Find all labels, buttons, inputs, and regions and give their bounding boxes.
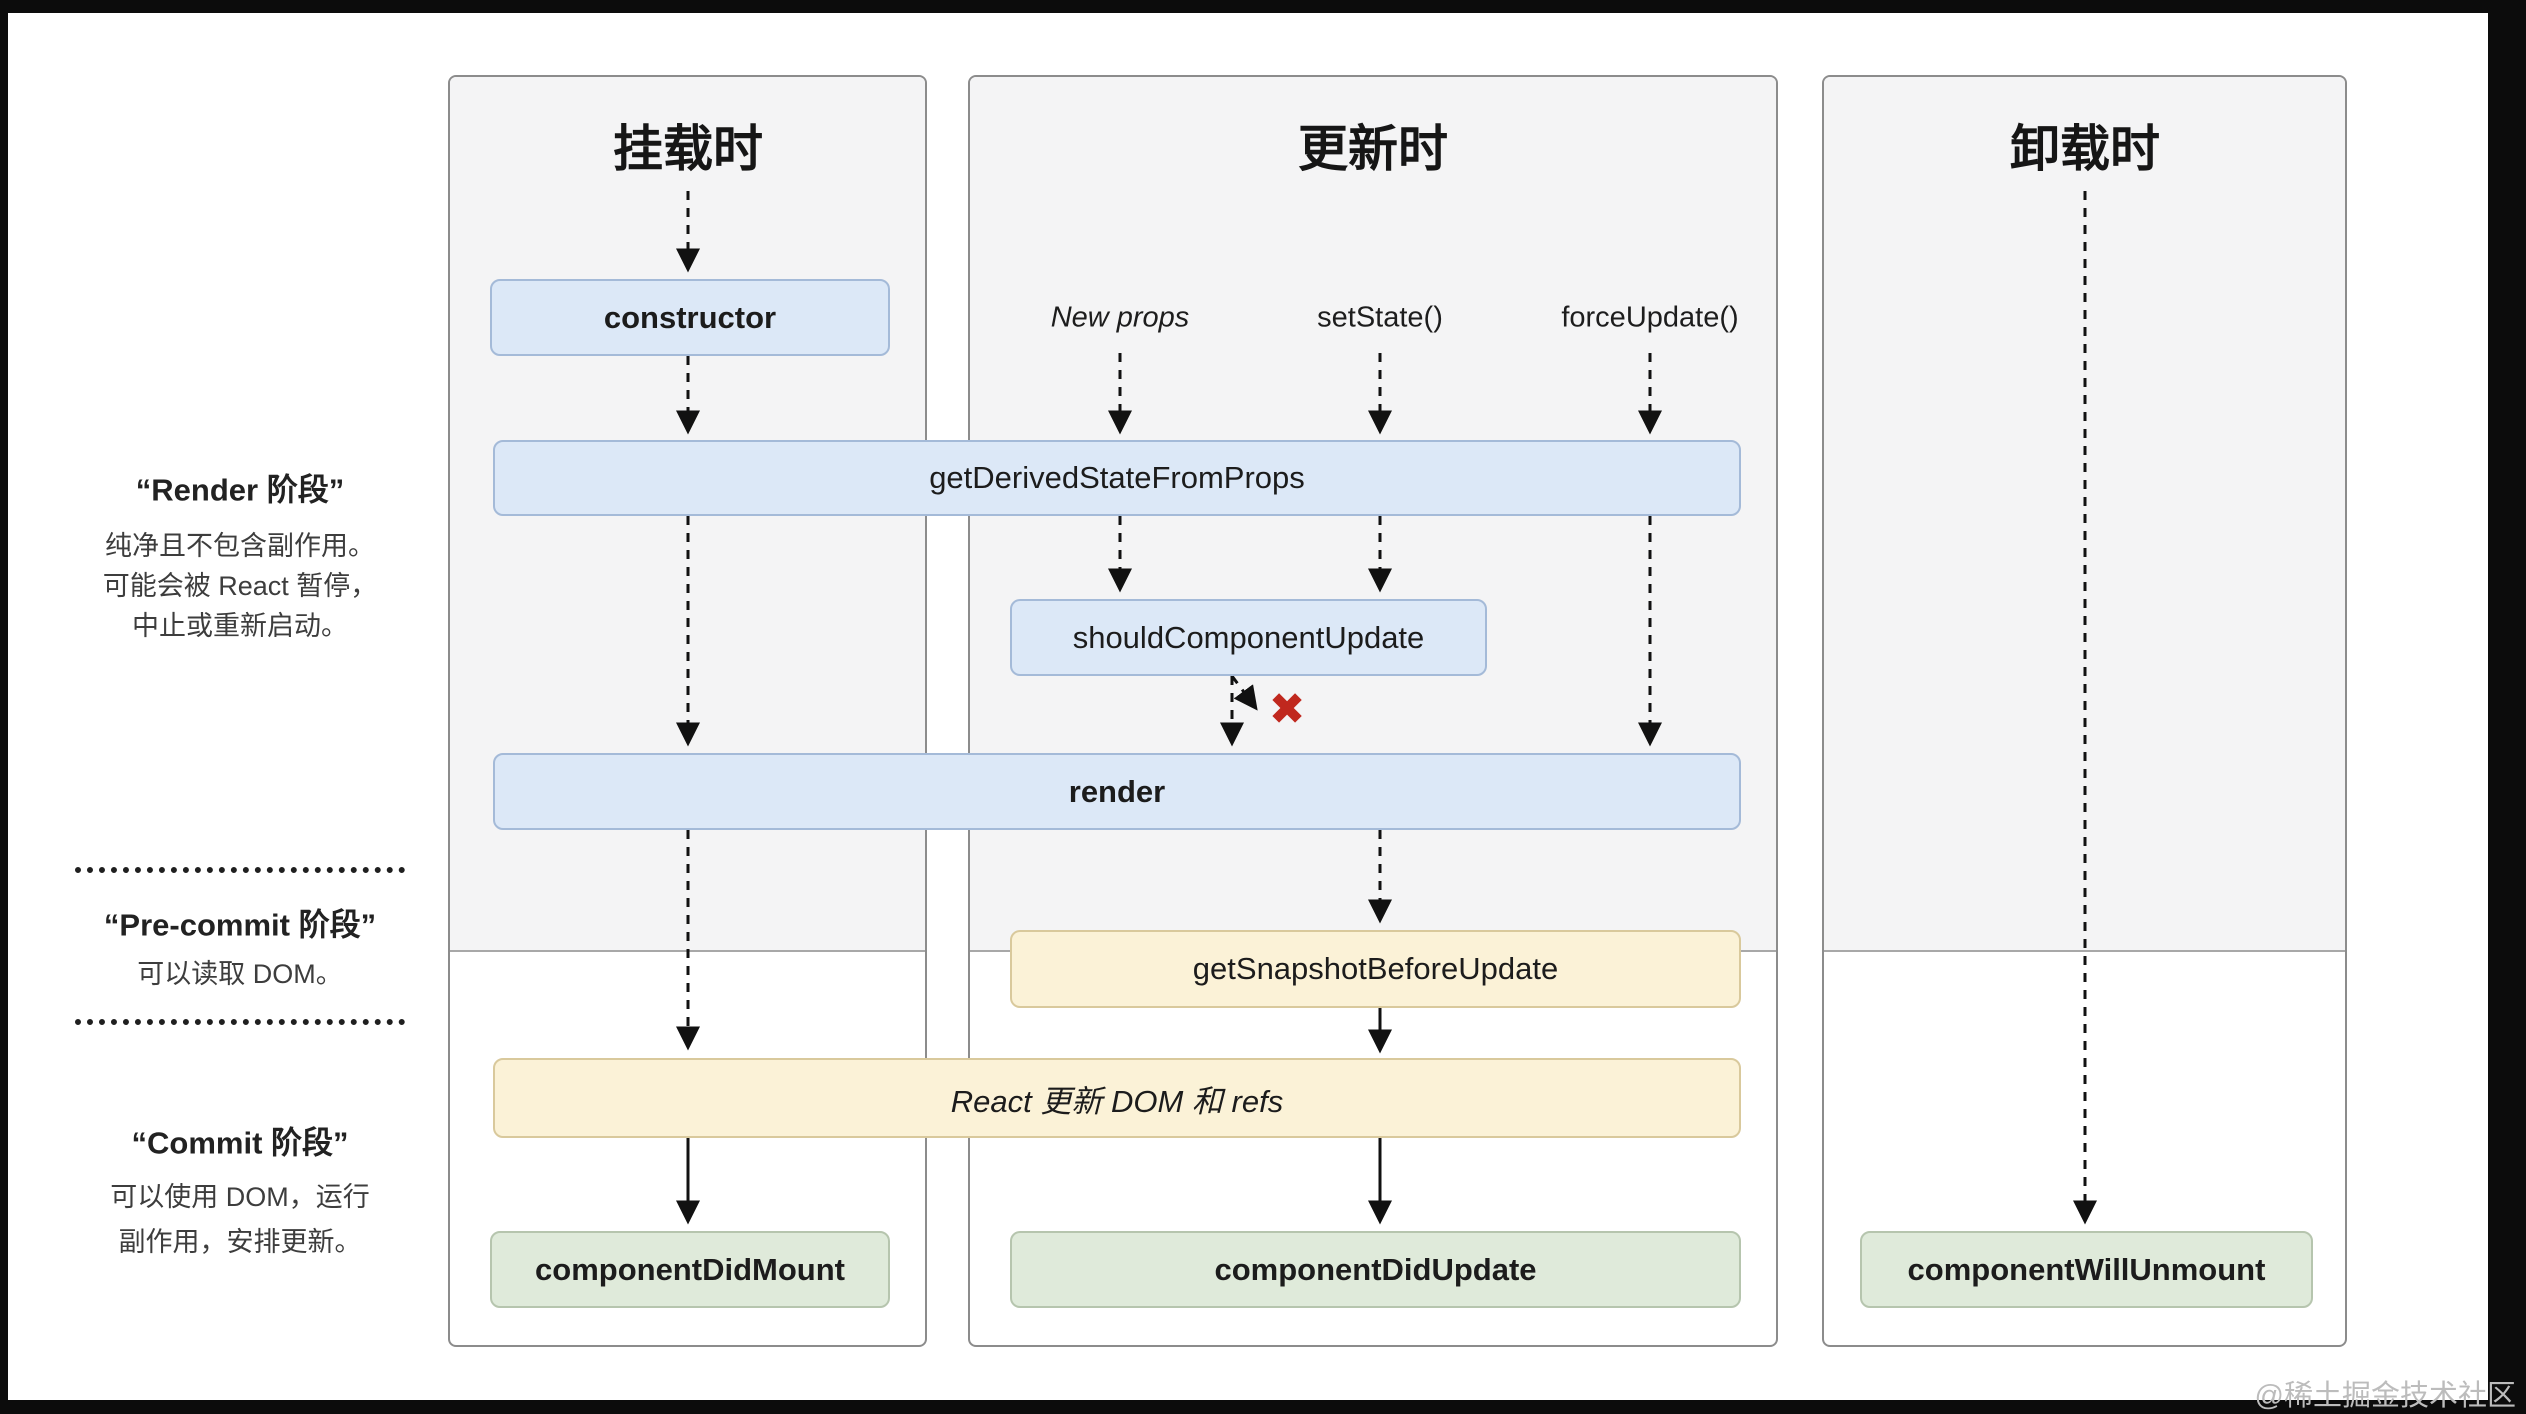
node-react-updates-dom-refs: React 更新 DOM 和 refs	[493, 1058, 1741, 1138]
commit-phase-desc-line: 可以使用 DOM，运行	[110, 1182, 370, 1212]
phase-divider-top	[75, 867, 405, 873]
phase-divider-bottom	[75, 1019, 405, 1025]
trigger-force-update: forceUpdate()	[1561, 301, 1739, 334]
unmounting-title: 卸载时	[2010, 121, 2160, 177]
update-stopped-x-icon: ✖	[1268, 685, 1306, 734]
node-get-derived-state-from-props: getDerivedStateFromProps	[493, 440, 1741, 516]
flow-arrows	[676, 191, 2097, 1225]
trigger-new-props: New props	[1050, 301, 1190, 334]
pre-commit-phase-title: “Pre-commit 阶段”	[103, 907, 377, 943]
render-phase-desc: 纯净且不包含副作用。 可能会被 React 暂停， 中止或重新启动。	[103, 526, 378, 646]
node-component-did-update: componentDidUpdate	[1010, 1231, 1741, 1308]
watermark: @稀土掘金技术社区	[2254, 1380, 2516, 1412]
mounting-title: 挂载时	[613, 121, 763, 177]
render-phase-desc-line: 纯净且不包含副作用。	[104, 531, 375, 561]
node-get-snapshot-before-update: getSnapshotBeforeUpdate	[1010, 930, 1741, 1008]
commit-phase-desc: 可以使用 DOM，运行 副作用，安排更新。	[110, 1175, 370, 1265]
trigger-set-state: setState()	[1317, 301, 1443, 334]
node-constructor: constructor	[490, 279, 890, 356]
node-render: render	[493, 753, 1741, 830]
node-should-component-update: shouldComponentUpdate	[1010, 599, 1487, 676]
node-component-did-mount: componentDidMount	[490, 1231, 890, 1308]
render-phase-desc-line: 可能会被 React 暂停，	[102, 571, 378, 601]
updating-title: 更新时	[1298, 121, 1448, 177]
render-phase-desc-line: 中止或重新启动。	[131, 611, 348, 641]
node-component-will-unmount: componentWillUnmount	[1860, 1231, 2313, 1308]
pre-commit-phase-desc: 可以读取 DOM。	[137, 954, 343, 994]
commit-phase-title: “Commit 阶段”	[131, 1125, 349, 1161]
diagram-canvas: 挂载时 更新时 卸载时 New props setState() forceUp…	[8, 13, 2488, 1400]
render-phase-title: “Render 阶段”	[135, 472, 345, 508]
pre-commit-phase-desc-line: 可以读取 DOM。	[137, 959, 343, 989]
commit-phase-desc-line: 副作用，安排更新。	[118, 1227, 362, 1257]
